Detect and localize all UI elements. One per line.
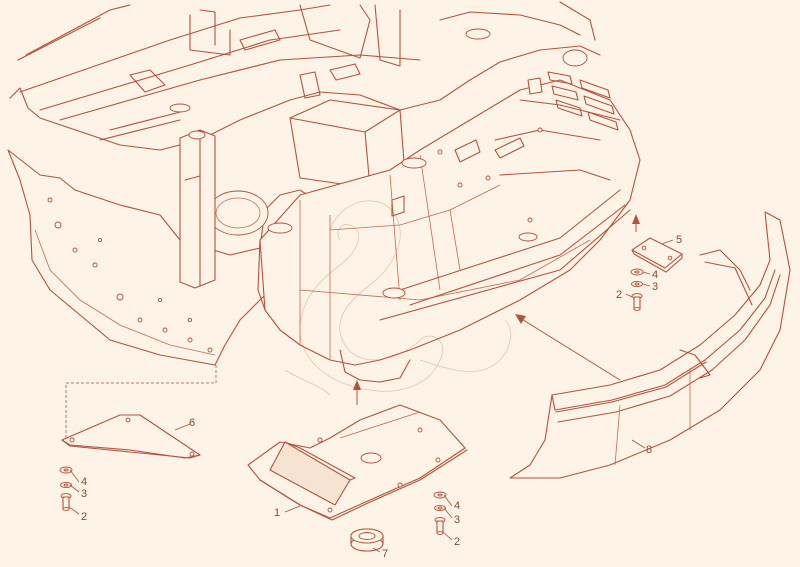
watermark-dragon xyxy=(284,200,511,396)
callout-1: 1 xyxy=(274,507,280,519)
part-7-grommet xyxy=(350,528,384,552)
callout-4-right: 4 xyxy=(652,269,658,281)
part-8-rear-cover xyxy=(509,211,791,479)
callout-7: 7 xyxy=(382,548,388,560)
part-5-bracket-plate xyxy=(631,237,683,273)
fastener-stack-right-bottom xyxy=(433,491,447,535)
callout-2-left: 2 xyxy=(81,511,87,523)
floor-plate-holes xyxy=(47,197,213,353)
callout-5: 5 xyxy=(676,234,682,246)
part-6-cover-plate xyxy=(61,414,201,459)
vertical-post xyxy=(179,129,216,289)
rear-tub xyxy=(257,71,641,383)
callouts: 1 2 3 4 2 3 4 2 3 4 5 6 7 8 xyxy=(81,234,682,560)
fastener-stack-left xyxy=(59,466,73,511)
callout-2-bottom: 2 xyxy=(454,536,460,548)
callout-8: 8 xyxy=(646,444,652,456)
callout-6: 6 xyxy=(189,417,195,429)
assembly-guides xyxy=(65,214,640,440)
callout-3-bottom: 3 xyxy=(454,514,460,526)
callout-4-left: 4 xyxy=(81,476,87,488)
callout-4-bottom: 4 xyxy=(454,500,460,512)
center-box xyxy=(289,99,406,189)
leader-lines xyxy=(68,239,674,553)
rear-tub-louvres xyxy=(547,71,619,131)
part-1-bottom-plate xyxy=(247,404,468,521)
fastener-stack-right-top xyxy=(630,268,644,311)
callout-3-left: 3 xyxy=(81,488,87,500)
callout-2-right: 2 xyxy=(616,289,622,301)
callout-3-right: 3 xyxy=(652,281,658,293)
upper-frame xyxy=(9,1,601,151)
